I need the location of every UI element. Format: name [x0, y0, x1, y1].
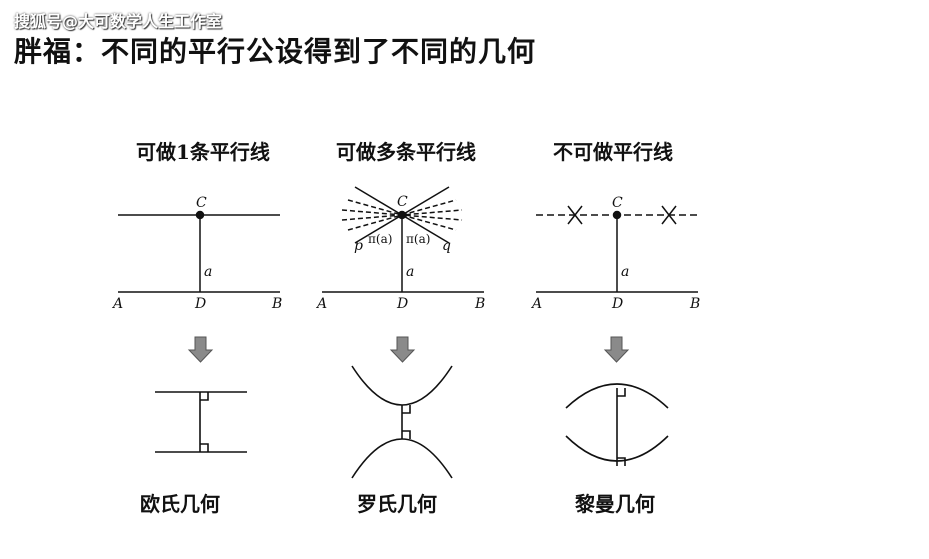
riemann-top-diagram: [536, 205, 698, 293]
label-a: a: [204, 264, 212, 280]
label-euclidean-geometry: 欧氏几何: [140, 492, 220, 516]
heading-euclid: 可做1条平行线: [136, 140, 270, 164]
label-C: C: [612, 195, 623, 211]
label-pi-a-right: π(a): [406, 232, 430, 246]
label-D: D: [396, 296, 408, 312]
down-arrow-icon: [389, 336, 416, 363]
label-D: D: [611, 296, 623, 312]
point-C: [195, 210, 205, 220]
euclid-model: [155, 391, 247, 453]
euclid-top-diagram: [118, 210, 280, 293]
label-C: C: [397, 194, 408, 210]
lobachevsky-model: [351, 365, 453, 479]
label-A: A: [315, 296, 327, 312]
watermark: 搜狐号@大可数学人生工作室: [14, 12, 223, 31]
lobachevsky-top-diagram: [322, 186, 484, 293]
label-B: B: [271, 296, 282, 312]
page-title: 胖福：不同的平行公设得到了不同的几何: [14, 35, 537, 68]
label-A: A: [530, 296, 542, 312]
heading-lobachevsky: 可做多条平行线: [336, 140, 476, 164]
label-lobachevskian-geometry: 罗氏几何: [357, 492, 437, 516]
label-A: A: [111, 296, 123, 312]
label-a: a: [621, 264, 629, 280]
label-p: p: [354, 238, 363, 254]
label-B: B: [689, 296, 700, 312]
point-C: [612, 210, 622, 220]
label-pi-a-left: π(a): [368, 232, 392, 246]
label-D: D: [194, 296, 206, 312]
down-arrow-icon: [187, 336, 214, 363]
riemann-model: [565, 383, 669, 466]
label-riemannian-geometry: 黎曼几何: [575, 492, 655, 516]
label-C: C: [196, 195, 207, 211]
down-arrow-icon: [603, 336, 630, 363]
heading-riemann: 不可做平行线: [553, 140, 673, 164]
label-B: B: [474, 296, 485, 312]
point-C: [397, 210, 407, 220]
label-a: a: [406, 264, 414, 280]
label-q: q: [442, 238, 451, 254]
